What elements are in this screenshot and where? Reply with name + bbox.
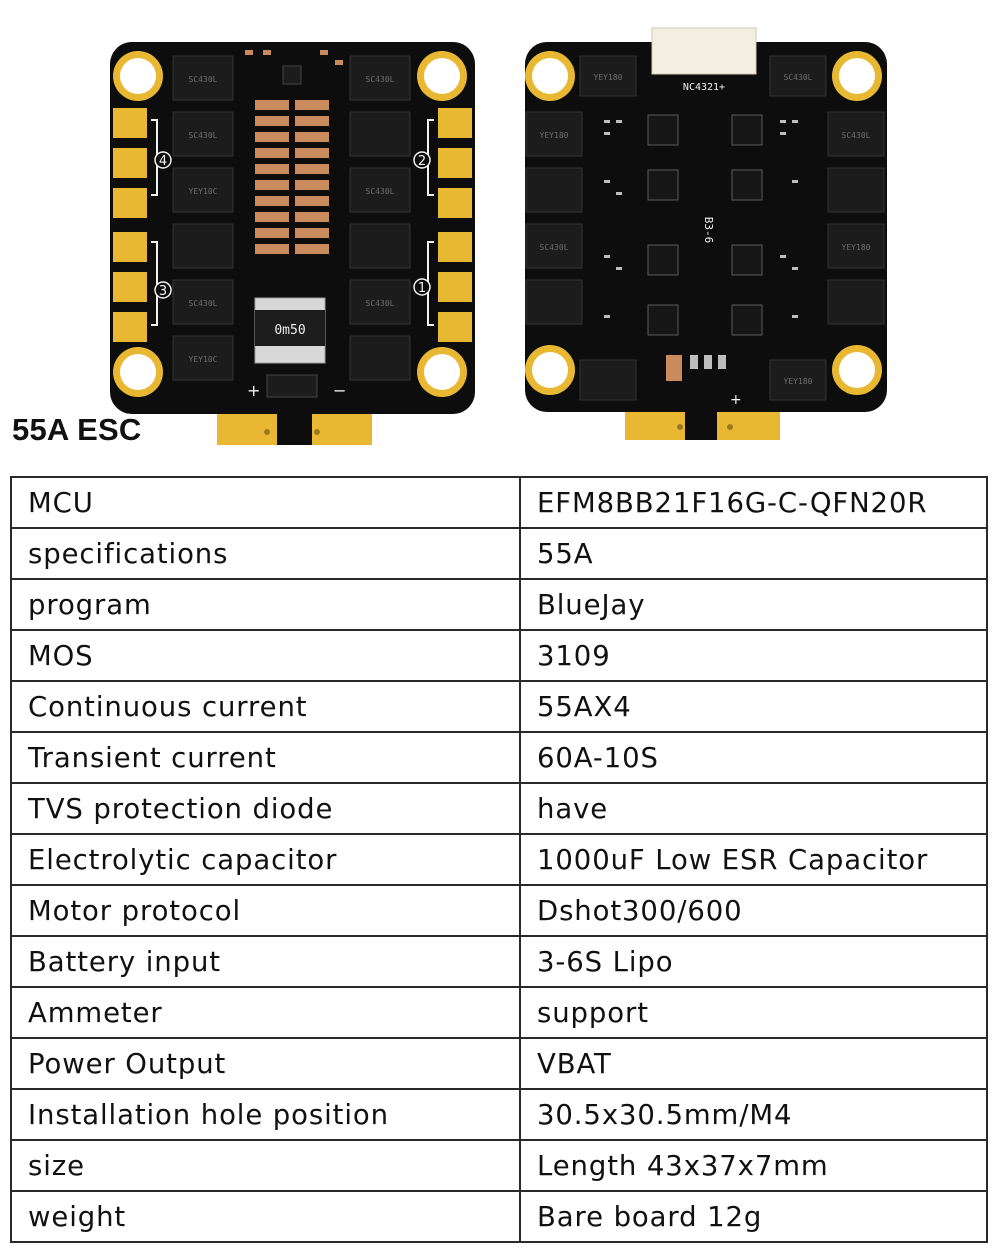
spec-value: 55AX4: [519, 680, 988, 733]
spec-label: size: [10, 1139, 521, 1192]
spec-value: 55A: [519, 527, 988, 580]
spec-value: Dshot300/600: [519, 884, 988, 937]
spec-value: Bare board 12g: [519, 1190, 988, 1243]
spec-value: 30.5x30.5mm/M4: [519, 1088, 988, 1141]
spec-label: Electrolytic capacitor: [10, 833, 521, 886]
mounting-holes-front: [113, 51, 467, 397]
spec-label: weight: [10, 1190, 521, 1243]
spec-label: Battery input: [10, 935, 521, 988]
resistor-value-label: 0m50: [274, 323, 305, 338]
spec-label: Motor protocol: [10, 884, 521, 937]
product-title: 55A ESC: [12, 412, 142, 447]
spec-value: 3109: [519, 629, 988, 682]
motor-id-1: 1: [418, 281, 426, 296]
tvs-diode: [266, 374, 318, 398]
driver-chips: [647, 114, 763, 336]
plus-marking-back: +: [730, 392, 742, 408]
tab-hole: [264, 429, 270, 435]
mosfet-marking: SC430L: [842, 131, 871, 140]
spec-label: MOS: [10, 629, 521, 682]
mosfet-marking: YEY10C: [189, 355, 218, 364]
mosfet-marking: SC430L: [366, 299, 395, 308]
mosfet-marking: YEY10C: [189, 187, 218, 196]
mosfet-marking: SC430L: [189, 131, 218, 140]
motor-id-3: 3: [159, 284, 167, 299]
esc-front-board: 4 2 3 1 SC430L SC430L: [110, 42, 475, 445]
regulator-chip: [282, 65, 302, 85]
plus-marking: +: [247, 381, 260, 400]
spec-value: 60A-10S: [519, 731, 988, 784]
tab-hole: [314, 429, 320, 435]
small-capacitor: [666, 355, 682, 381]
spec-label: TVS protection diode: [10, 782, 521, 835]
mosfet-column-right: [349, 55, 411, 381]
capacitor-bank: [255, 100, 329, 254]
mosfet-marking: SC430L: [540, 243, 569, 252]
tab-hole: [677, 424, 683, 430]
mosfet-marking: SC430L: [189, 75, 218, 84]
spec-label: Transient current: [10, 731, 521, 784]
spec-value: have: [519, 782, 988, 835]
mosfet-column-left-back: [525, 55, 637, 401]
minus-marking: −: [333, 381, 346, 400]
mosfet-marking: YEY180: [784, 377, 813, 386]
spec-label: Installation hole position: [10, 1088, 521, 1141]
spec-label: specifications: [10, 527, 521, 580]
spec-value: EFM8BB21F16G-C-QFN20R: [519, 476, 988, 529]
spec-value: VBAT: [519, 1037, 988, 1090]
mosfet-marking: SC430L: [189, 299, 218, 308]
esc-front-photo: 4 2 3 1 SC430L SC430L: [105, 20, 485, 450]
passive-components: [604, 120, 798, 369]
shunt-resistor-body: [255, 310, 325, 346]
mosfet-column-left: [172, 55, 234, 381]
mosfet-marking: SC430L: [784, 73, 813, 82]
pcb-body-back: [525, 42, 887, 412]
esc-back-photo: NC4321+ YEY180 SC430L: [520, 20, 900, 450]
tab-hole: [727, 424, 733, 430]
mosfet-marking: YEY180: [842, 243, 871, 252]
spec-label: Continuous current: [10, 680, 521, 733]
mosfet-marking: YEY180: [540, 131, 569, 140]
esc-back-board: NC4321+ YEY180 SC430L: [525, 27, 887, 440]
motor-id-2: 2: [418, 154, 426, 169]
spec-label: program: [10, 578, 521, 631]
mosfet-marking: SC430L: [366, 187, 395, 196]
motor-pads-right: [438, 108, 472, 342]
spec-value: 3-6S Lipo: [519, 935, 988, 988]
spec-label: Power Output: [10, 1037, 521, 1090]
motor-pads-left: [113, 108, 147, 342]
spec-value: support: [519, 986, 988, 1039]
spec-label: MCU: [10, 476, 521, 529]
signal-connector: [651, 27, 757, 75]
spec-value: Length 43x37x7mm: [519, 1139, 988, 1192]
mosfet-marking: YEY180: [594, 73, 623, 82]
spec-value: BlueJay: [519, 578, 988, 631]
board-version-label: B3-6: [702, 217, 715, 244]
mounting-holes-back: [525, 51, 882, 395]
small-components-top: [245, 50, 343, 65]
mosfet-column-right-back: [769, 55, 885, 401]
connector-pin-labels: NC4321+: [683, 82, 725, 93]
mosfet-marking: SC430L: [366, 75, 395, 84]
spec-label: Ammeter: [10, 986, 521, 1039]
motor-id-4: 4: [159, 154, 167, 169]
spec-value: 1000uF Low ESR Capacitor: [519, 833, 988, 886]
